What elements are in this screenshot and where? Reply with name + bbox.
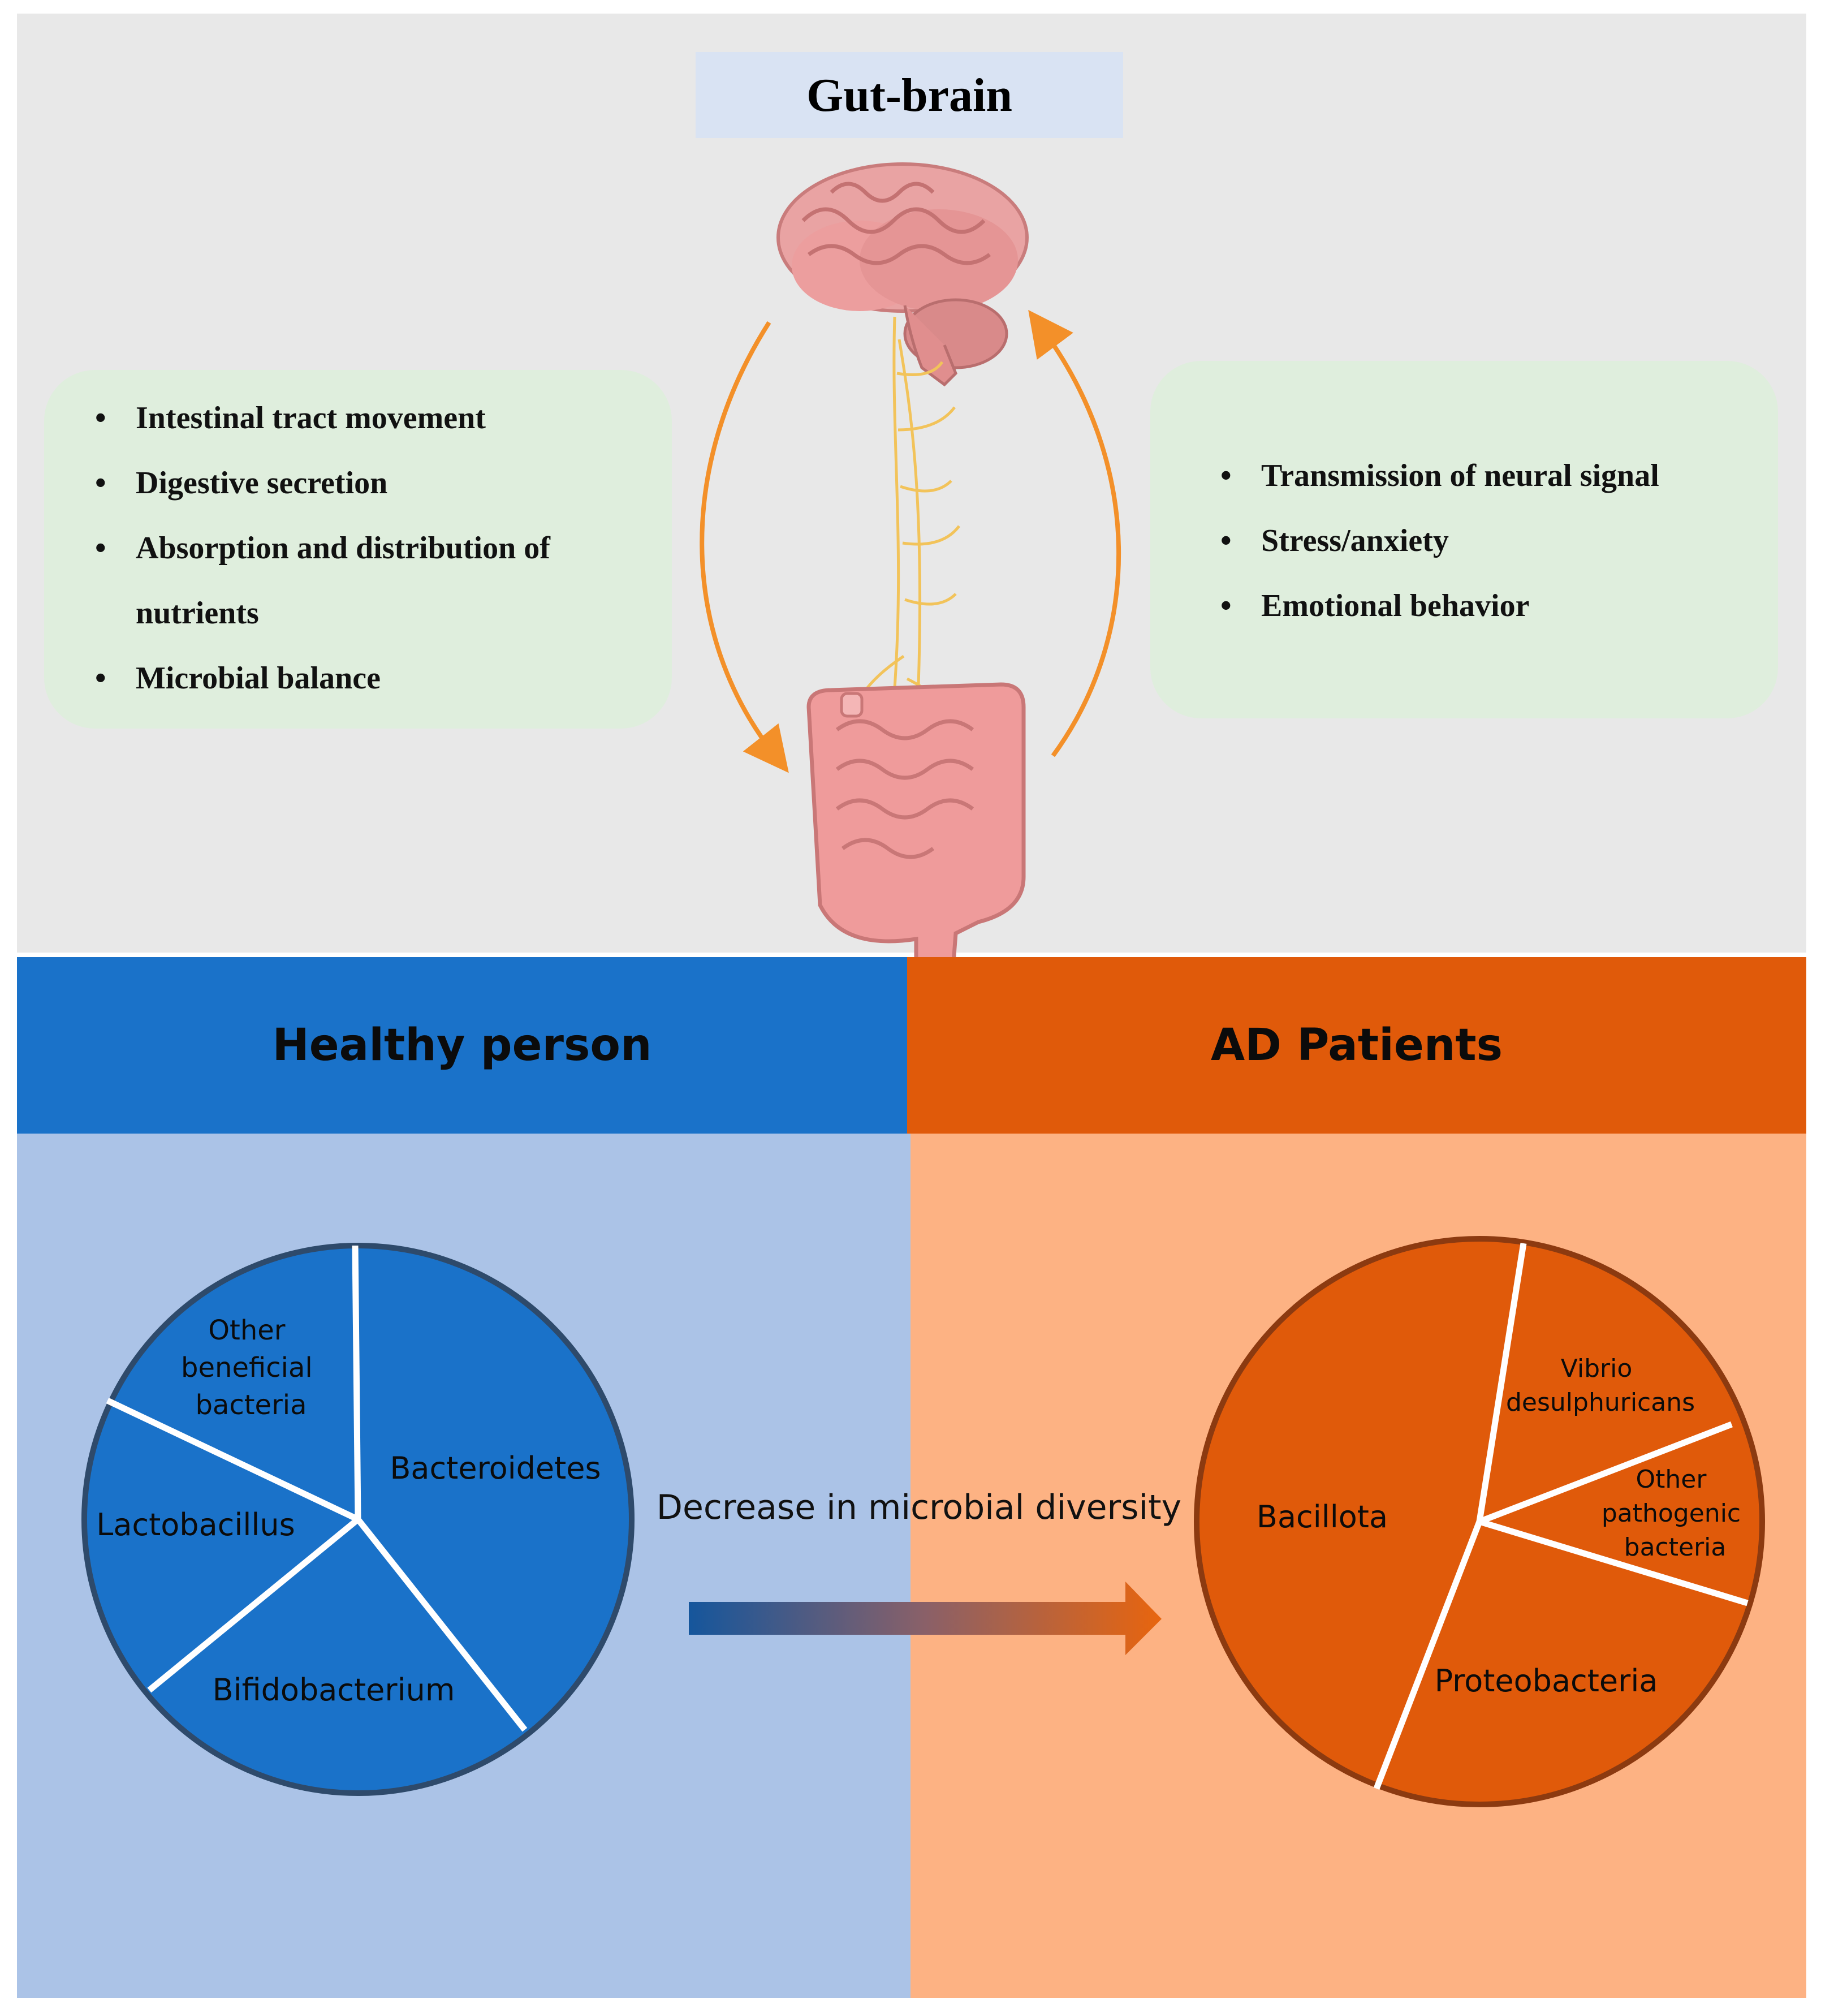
list-item: •Transmission of neural signal <box>1220 443 1786 509</box>
bullet-icon: • <box>95 466 106 501</box>
title-box: Gut-brain <box>696 52 1123 138</box>
gut-to-brain-arrow <box>1028 309 1121 757</box>
ad-header: AD Patients <box>907 957 1806 1134</box>
slice-label-lactobacillus: Lactobacillus <box>96 1507 295 1543</box>
bullet-icon: • <box>1220 458 1232 493</box>
bullet-icon: • <box>95 400 106 436</box>
gut-brain-illustration <box>700 162 1121 962</box>
transition-arrow <box>689 1582 1162 1655</box>
bullet-icon: • <box>95 661 106 696</box>
spinal-nerve-icon <box>857 316 960 742</box>
slice-label-vibrio: Vibrio desulphuricans <box>1506 1354 1695 1417</box>
ad-divider <box>1476 1243 1527 1522</box>
ad-divider <box>1478 1421 1733 1525</box>
bullet-icon: • <box>1220 523 1232 558</box>
list-item: •Microbial balance <box>95 646 666 711</box>
healthy-divider <box>147 1517 360 1693</box>
brain-icon <box>776 162 1029 387</box>
healthy-divider <box>106 1398 360 1522</box>
ad-pie: Vibrio desulphuricans Other pathogenic b… <box>1194 1236 1765 1807</box>
gut-functions-list: •Intestinal tract movement •Digestive se… <box>95 386 666 711</box>
ad-header-label: AD Patients <box>1210 1020 1503 1071</box>
healthy-divider <box>352 1245 361 1520</box>
title: Gut-brain <box>806 68 1013 122</box>
brain-functions-box <box>1150 361 1778 718</box>
list-item: •Digestive secretion <box>95 451 666 516</box>
list-item: •Intestinal tract movement <box>95 386 666 451</box>
healthy-pie: Other beneficial bacteria Bacteroidetes … <box>81 1243 635 1796</box>
slice-label-bifidobacterium: Bifidobacterium <box>213 1672 455 1708</box>
slice-label-proteobacteria: Proteobacteria <box>1435 1663 1658 1699</box>
slice-label-other-beneficial: Other beneficial bacteria <box>181 1315 321 1421</box>
list-item: •Emotional behavior <box>1220 574 1786 639</box>
transition-label: Decrease in microbial diversity <box>656 1488 1182 1527</box>
list-item: •Stress/anxiety <box>1220 509 1786 574</box>
bullet-icon: • <box>1220 588 1232 623</box>
slice-label-other-pathogenic: Other pathogenic bacteria <box>1602 1465 1749 1562</box>
ad-divider <box>1478 1518 1749 1606</box>
healthy-header-label: Healthy person <box>272 1020 652 1071</box>
healthy-header: Healthy person <box>17 957 907 1134</box>
slice-label-bacteroidetes: Bacteroidetes <box>390 1450 601 1486</box>
intestine-icon <box>806 682 1026 962</box>
healthy-divider <box>355 1517 528 1732</box>
ad-divider <box>1373 1520 1483 1790</box>
slice-label-bacillota: Bacillota <box>1257 1499 1388 1535</box>
brain-to-gut-arrow <box>700 321 789 773</box>
brain-functions-list: •Transmission of neural signal •Stress/a… <box>1220 443 1786 639</box>
list-item: •Absorption and distribution of <box>95 516 666 581</box>
gut-functions-box <box>44 370 672 729</box>
list-item-continuation: nutrients <box>136 596 259 631</box>
bullet-icon: • <box>95 531 106 566</box>
